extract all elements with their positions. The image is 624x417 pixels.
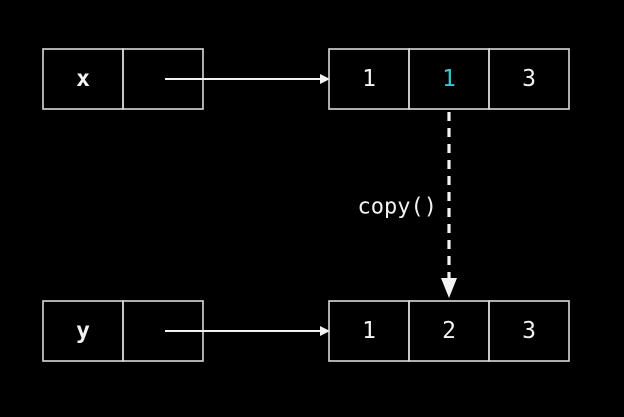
list-x-cell-2 <box>488 48 570 110</box>
list-y-cell-2 <box>488 300 570 362</box>
list-y-value-0: 1 <box>362 318 376 344</box>
var-x-name: x <box>76 66 90 92</box>
list-x-value-0: 1 <box>362 66 376 92</box>
list-y-value-2: 3 <box>522 318 536 344</box>
copy-arrow-head <box>441 278 457 298</box>
list-x-value-1: 1 <box>442 66 456 92</box>
copy-operation-label: copy() <box>358 195 437 220</box>
var-y-name: y <box>76 318 90 344</box>
list-x: 1 1 3 <box>328 48 570 110</box>
list-y: 1 2 3 <box>328 300 570 362</box>
list-x-value-2: 3 <box>522 66 536 92</box>
var-y-box: y <box>42 300 204 362</box>
list-y-value-1: 2 <box>442 318 456 344</box>
